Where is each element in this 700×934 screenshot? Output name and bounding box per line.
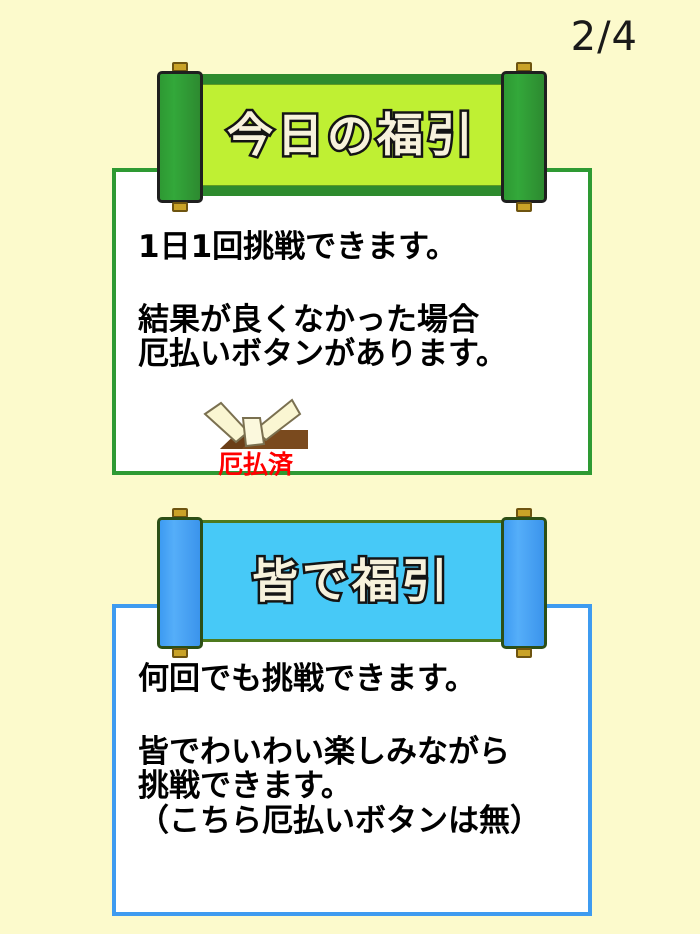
rod-cap-bottom-icon xyxy=(516,202,532,212)
paragraph-everyone-1: 何回でも挑戦できます。 xyxy=(138,662,566,697)
text-line: 1日1回挑戦できます。 xyxy=(138,229,458,265)
rod-body xyxy=(501,71,547,203)
scroll-rod-left xyxy=(157,62,203,212)
charm-block: 厄払済 xyxy=(196,392,336,477)
text-line: （こちら厄払いボタンは無） xyxy=(138,803,541,840)
card-today: 1日1回挑戦できます。 結果が良くなかった場合 厄払いボタンがあります。 厄払済 xyxy=(112,168,592,477)
rod-body xyxy=(157,517,203,649)
banner-title-everyone: 皆で福引 xyxy=(250,554,452,608)
rod-cap-bottom-icon xyxy=(516,648,532,658)
rod-body xyxy=(157,71,203,203)
paragraph-everyone-2: 皆でわいわい楽しみながら 挑戦できます。 （こちら厄払いボタンは無） xyxy=(138,733,566,840)
paragraph-spacer xyxy=(138,265,566,303)
card-everyone: 何回でも挑戦できます。 皆でわいわい楽しみながら 挑戦できます。 （こちら厄払い… xyxy=(112,604,592,916)
paragraph-today-2: 結果が良くなかった場合 厄払いボタンがあります。 xyxy=(138,301,566,373)
section-today: 1日1回挑戦できます。 結果が良くなかった場合 厄払いボタンがあります。 厄払済 xyxy=(112,62,592,477)
rod-cap-bottom-icon xyxy=(172,648,188,658)
rod-cap-bottom-icon xyxy=(172,202,188,212)
text-line: 結果が良くなかった場合 xyxy=(138,301,479,338)
charm-label: 厄払済 xyxy=(218,450,294,480)
rod-body xyxy=(501,517,547,649)
scroll-rod-left xyxy=(157,508,203,658)
paragraph-today-1: 1日1回挑戦できます。 xyxy=(138,230,566,265)
scroll-rod-right xyxy=(501,62,547,212)
scroll-banner-everyone: 皆で福引 xyxy=(157,502,547,662)
text-line: 挑戦できます。 xyxy=(138,768,352,805)
scroll-rod-right xyxy=(501,508,547,658)
section-everyone: 何回でも挑戦できます。 皆でわいわい楽しみながら 挑戦できます。 （こちら厄払い… xyxy=(112,508,592,916)
text-line: 厄払いボタンがあります。 xyxy=(138,336,507,373)
text-line: 皆でわいわい楽しみながら xyxy=(138,733,510,770)
scroll-paper: 皆で福引 xyxy=(185,520,519,642)
text-line: 何回でも挑戦できます。 xyxy=(138,661,476,697)
page-counter: 2/4 xyxy=(570,14,638,60)
paragraph-spacer xyxy=(138,697,566,735)
broken-charm-icon xyxy=(203,398,308,450)
banner-title-today: 今日の福引 xyxy=(225,108,477,162)
scroll-paper: 今日の福引 xyxy=(185,74,519,196)
scroll-banner-today: 今日の福引 xyxy=(157,56,547,216)
